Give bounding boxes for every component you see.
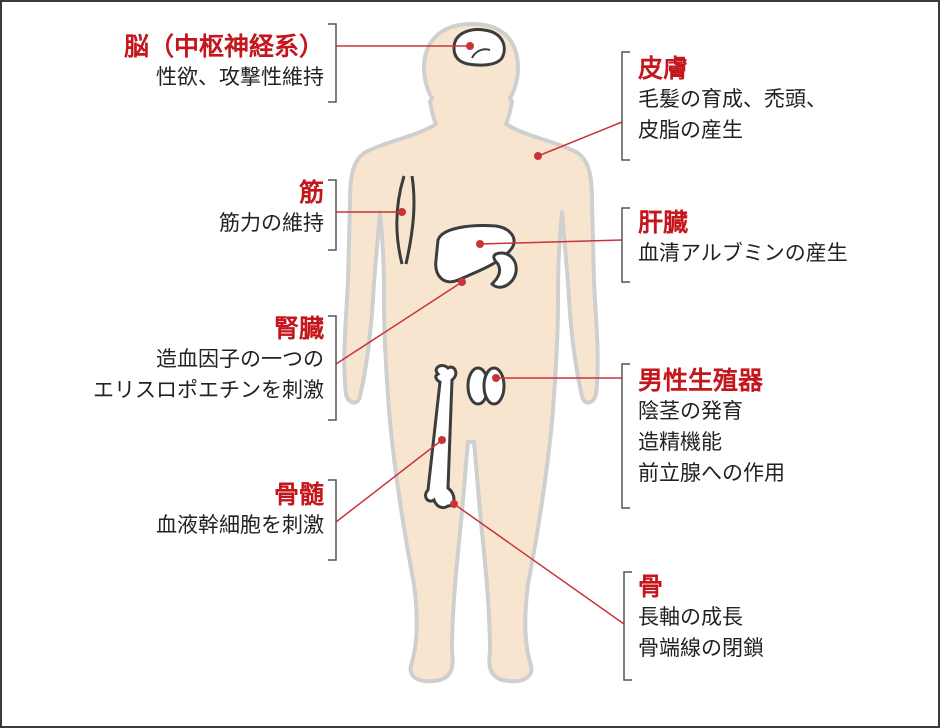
label-skin-line-1: 毛髪の育成、禿頭、 xyxy=(638,87,827,111)
liver-icon xyxy=(434,224,516,284)
label-kidney-title: 腎臓 xyxy=(273,314,324,343)
label-skin-line-2: 皮脂の産生 xyxy=(638,118,743,142)
leader-bone xyxy=(453,503,625,625)
label-genitals-line-2: 造精機能 xyxy=(638,430,722,454)
label-kidney: 腎臓 造血因子の一つの エリスロポエチンを刺激 xyxy=(93,314,324,406)
label-bone: 骨 長軸の成長 骨端線の閉鎖 xyxy=(638,572,764,664)
label-liver-line-1: 血清アルブミンの産生 xyxy=(638,241,848,265)
label-muscle: 筋 筋力の維持 xyxy=(219,178,324,239)
testes-icon xyxy=(466,366,506,406)
label-brain-title: 脳（中枢神経系） xyxy=(123,32,324,61)
leader-kidney xyxy=(335,281,463,365)
brain-icon xyxy=(452,28,506,67)
label-skin: 皮膚 毛髪の育成、禿頭、 皮脂の産生 xyxy=(638,54,827,146)
label-brain-line-1: 性欲、攻撃性維持 xyxy=(156,65,324,89)
arm-muscle-icon xyxy=(395,175,416,265)
label-liver-title: 肝臓 xyxy=(638,208,689,237)
bracket-kidney xyxy=(328,315,337,421)
label-liver: 肝臓 血清アルブミンの産生 xyxy=(638,208,848,269)
bracket-muscle xyxy=(328,179,337,251)
bracket-marrow xyxy=(328,479,337,561)
label-marrow-title: 骨髄 xyxy=(273,480,324,509)
label-bone-title: 骨 xyxy=(638,572,664,601)
label-genitals-title: 男性生殖器 xyxy=(638,366,764,395)
bracket-skin xyxy=(621,51,630,161)
label-marrow: 骨髄 血液幹細胞を刺激 xyxy=(156,480,324,541)
label-genitals: 男性生殖器 陰茎の発育 造精機能 前立腺への作用 xyxy=(638,366,785,489)
leader-marrow xyxy=(335,439,443,523)
label-kidney-line-2: エリスロポエチンを刺激 xyxy=(93,378,324,402)
leader-skin xyxy=(537,121,623,157)
label-marrow-line-1: 血液幹細胞を刺激 xyxy=(156,513,324,537)
bracket-brain xyxy=(328,23,337,103)
label-genitals-line-1: 陰茎の発育 xyxy=(638,399,743,423)
bracket-genitals xyxy=(621,363,630,509)
label-skin-title: 皮膚 xyxy=(638,54,689,83)
label-bone-line-1: 長軸の成長 xyxy=(638,605,743,629)
body-silhouette xyxy=(342,22,600,684)
bracket-liver xyxy=(621,207,630,283)
label-bone-line-2: 骨端線の閉鎖 xyxy=(638,636,764,660)
label-muscle-title: 筋 xyxy=(298,178,324,207)
label-brain: 脳（中枢神経系） 性欲、攻撃性維持 xyxy=(124,32,324,93)
label-kidney-line-1: 造血因子の一つの xyxy=(156,347,324,371)
leader-liver xyxy=(479,239,623,245)
bracket-bone xyxy=(623,571,632,681)
kidney-icon xyxy=(489,251,518,289)
label-muscle-line-1: 筋力の維持 xyxy=(219,211,324,235)
label-genitals-line-3: 前立腺への作用 xyxy=(638,461,785,485)
